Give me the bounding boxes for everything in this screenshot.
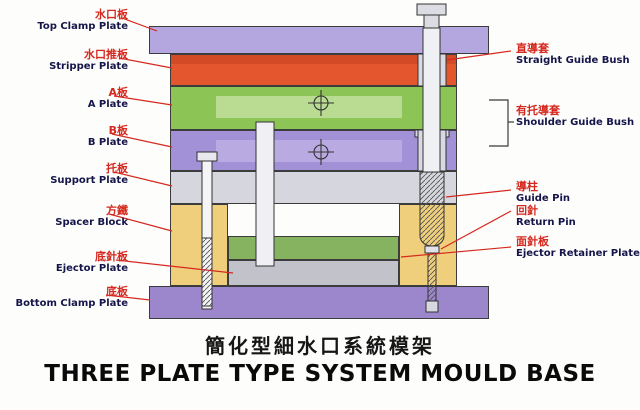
label-en: Shoulder Guide Bush [516, 117, 635, 128]
label-en: B Plate [87, 137, 128, 148]
label-support-plate: 托板 Support Plate [0, 162, 128, 187]
title-block: 簡化型細水口系統模架 THREE PLATE TYPE SYSTEM MOULD… [0, 330, 640, 387]
title-english: THREE PLATE TYPE SYSTEM MOULD BASE [44, 361, 596, 387]
label-b-plate: B板 B Plate [0, 124, 128, 149]
label-en: Top Clamp Plate [37, 21, 128, 32]
ejector-retainer-plate [228, 236, 399, 260]
label-cn: 方鐵 [106, 204, 128, 217]
label-spacer-block: 方鐵 Spacer Block [0, 204, 128, 229]
label-ejector-retainer-plate: 面針板 Ejector Retainer Plate [516, 235, 640, 260]
label-straight-guide-bush: 直導套 Straight Guide Bush [516, 42, 640, 67]
label-return-pin: 回針 Return Pin [516, 204, 640, 229]
spacer-block-right [399, 204, 457, 286]
b-plate-cavity-band [216, 140, 402, 162]
title-chinese: 簡化型細水口系統模架 [205, 334, 435, 358]
shoulder-guide-bush-bracket [489, 99, 514, 147]
label-shoulder-guide-bush: 有托導套 Shoulder Guide Bush [516, 104, 640, 129]
label-cn: 水口板 [95, 8, 128, 21]
label-en: Spacer Block [55, 217, 128, 228]
label-stripper-plate: 水口推板 Stripper Plate [0, 48, 128, 73]
label-en: Bottom Clamp Plate [15, 298, 128, 309]
label-en: Ejector Retainer Plate [516, 248, 640, 259]
label-cn: 面針板 [516, 235, 549, 248]
label-en: Guide Pin [516, 193, 571, 204]
top-clamp-plate [149, 26, 489, 54]
label-en: Straight Guide Bush [516, 55, 630, 66]
label-cn: 底針板 [95, 250, 128, 263]
label-bottom-clamp-plate: 底板 Bottom Clamp Plate [0, 285, 128, 310]
support-plate [170, 171, 457, 204]
spacer-block-left [170, 204, 228, 286]
label-ejector-plate: 底針板 Ejector Plate [0, 250, 128, 275]
stripper-plate-top-band [171, 55, 456, 64]
label-en: Stripper Plate [49, 61, 128, 72]
label-en: A Plate [87, 99, 128, 110]
label-cn: 導柱 [516, 180, 538, 193]
label-cn: 水口推板 [84, 48, 128, 61]
label-en: Support Plate [50, 175, 128, 186]
label-en: Return Pin [516, 217, 576, 228]
label-cn: 有托導套 [516, 104, 560, 117]
label-cn: A板 [108, 86, 128, 99]
ejector-plate [228, 260, 399, 286]
bottom-clamp-plate [149, 286, 489, 319]
label-cn: B板 [108, 124, 128, 137]
label-guide-pin: 導柱 Guide Pin [516, 180, 640, 205]
label-cn: 托板 [106, 162, 128, 175]
a-plate-cavity-band [216, 96, 402, 118]
label-cn: 直導套 [516, 42, 549, 55]
label-cn: 底板 [106, 285, 128, 298]
label-top-clamp-plate: 水口板 Top Clamp Plate [0, 8, 128, 33]
label-a-plate: A板 A Plate [0, 86, 128, 111]
label-en: Ejector Plate [55, 263, 128, 274]
label-cn: 回針 [516, 204, 538, 217]
